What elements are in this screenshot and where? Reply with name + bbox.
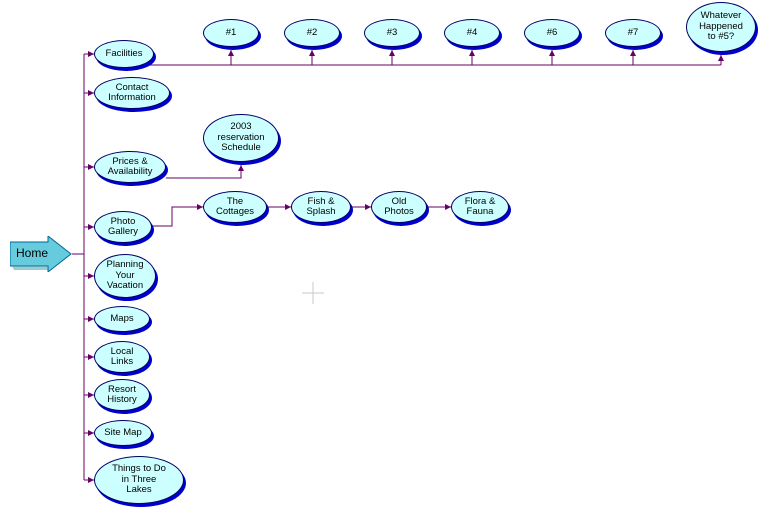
node-label: Prices & Availability [107,155,153,177]
node-facility-3[interactable]: #3 [364,19,420,47]
connector-schedule [166,165,242,179]
node-maps[interactable]: Maps [94,306,150,332]
node-label: Site Map [104,426,142,438]
node-label: Things to Do in Three Lakes [112,463,166,496]
connector-arrow-schedule [238,165,244,171]
node-fish-splash[interactable]: Fish & Splash [291,191,351,223]
connector-arrow-sitemap [88,430,94,436]
node-facility-4[interactable]: #4 [444,19,500,47]
node-label: The Cottages [215,195,255,217]
connector-arrow-maps [88,316,94,322]
node-label: #2 [306,26,318,38]
node-facility-2[interactable]: #2 [284,19,340,47]
node-facility-7[interactable]: #7 [605,19,661,47]
node-old-photos[interactable]: Old Photos [371,191,427,223]
node-label: Facilities [105,47,143,59]
node-label: Local Links [110,345,134,367]
node-label: Fish & Splash [306,195,336,217]
connector-arrow-planning [88,273,94,279]
node-planning-your-vacation[interactable]: Planning Your Vacation [94,254,156,298]
node-label: Flora & Fauna [464,195,496,217]
connector-arrow-cottages [197,204,203,210]
node-facility-1[interactable]: #1 [203,19,259,47]
connector-arrow-f6 [549,50,555,56]
node-resort-history[interactable]: Resort History [94,379,150,411]
connector-arrow-local [88,354,94,360]
node-label: Planning Your Vacation [106,259,144,292]
node-site-map[interactable]: Site Map [94,420,152,446]
node-local-links[interactable]: Local Links [94,341,150,373]
connector-arrow-f7 [630,50,636,56]
node-prices-availability[interactable]: Prices & Availability [94,151,166,183]
connector-arrow-f4 [469,50,475,56]
connector-arrow-f1 [228,50,234,56]
node-facility-6[interactable]: #6 [524,19,580,47]
node-label: #6 [546,26,558,38]
connector-arrow-f2 [309,50,315,56]
node-facility-5[interactable]: Whatever Happened to #5? [686,2,756,52]
crosshair-cursor-icon [302,282,324,304]
node-label: #4 [466,26,478,38]
node-contact-information[interactable]: Contact Information [94,77,170,109]
node-flora-fauna[interactable]: Flora & Fauna [451,191,509,223]
connector-cottages [152,206,203,227]
connector-arrow-gallery [88,224,94,230]
connector-arrow-f5 [718,55,724,61]
node-label: #7 [627,26,639,38]
connector-arrow-facilities [88,51,94,57]
node-label: #3 [386,26,398,38]
connector-arrow-fish [285,204,291,210]
home-arrow-icon[interactable] [10,236,72,272]
connector-arrow-history [88,392,94,398]
node-label: Old Photos [384,195,414,217]
node-reservation-schedule[interactable]: 2003 reservation Schedule [203,114,279,162]
node-photo-gallery[interactable]: Photo Gallery [94,211,152,243]
node-the-cottages[interactable]: The Cottages [203,191,267,223]
node-label: Photo Gallery [107,215,139,237]
node-label: Whatever Happened to #5? [699,10,743,43]
node-facilities[interactable]: Facilities [94,40,154,68]
connector-arrow-flora [445,204,451,210]
node-label: #1 [225,26,237,38]
node-things-to-do[interactable]: Things to Do in Three Lakes [94,456,184,504]
connector-arrow-f3 [389,50,395,56]
node-label: Resort History [107,383,137,405]
node-label: Maps [110,312,134,324]
node-label: Contact Information [108,81,156,103]
connector-arrow-prices [88,164,94,170]
connector-arrow-things [88,477,94,483]
node-label: 2003 reservation Schedule [217,121,265,154]
connector-arrow-contact [88,90,94,96]
connector-arrow-oldphotos [365,204,371,210]
